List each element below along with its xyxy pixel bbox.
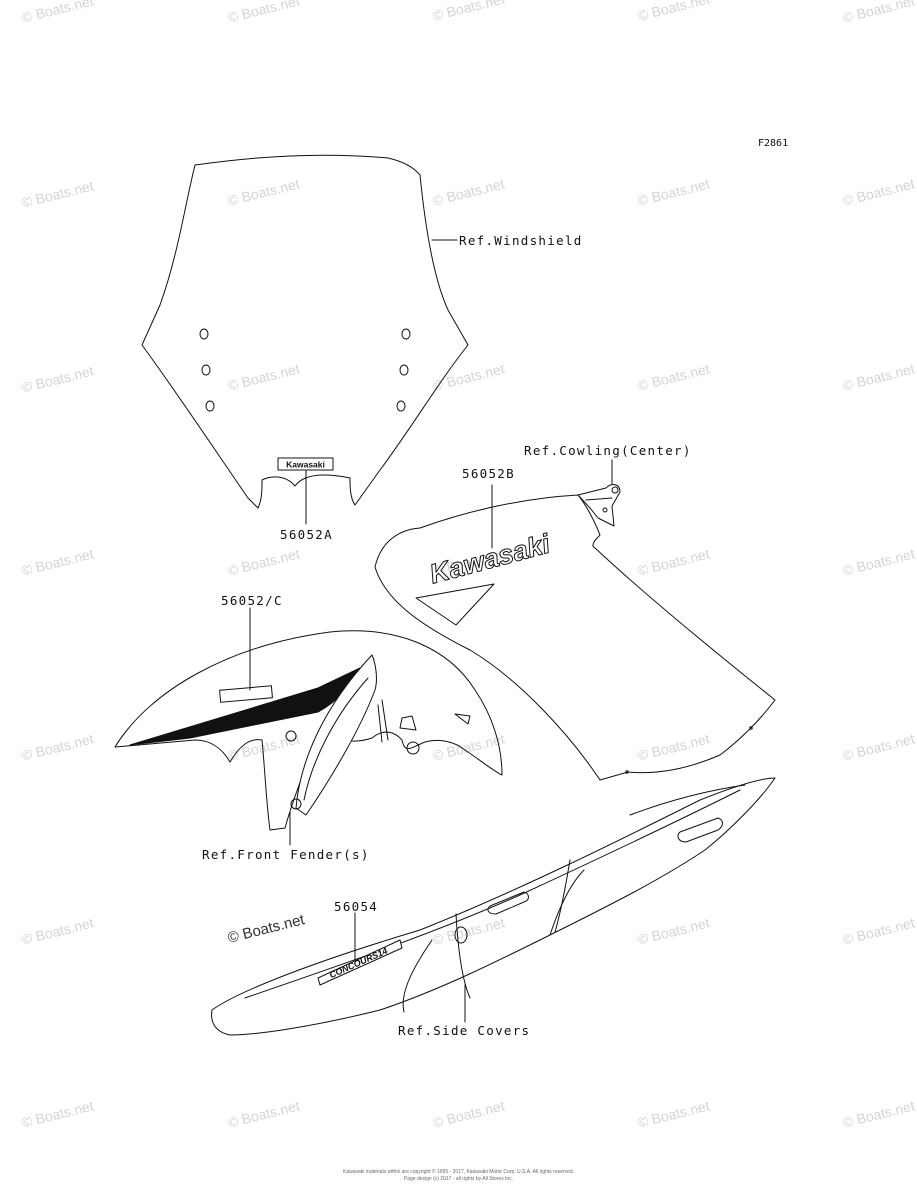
windshield-ref-label: Ref.Windshield: [459, 233, 583, 248]
windshield-decal-badge: [277, 457, 334, 471]
fender-decal-plate: [219, 685, 273, 703]
part-number-56052a: 56052A: [280, 527, 333, 542]
windshield-drawing: Kawasaki: [141, 154, 469, 525]
fender-bolt: [285, 730, 297, 742]
side-cover-decal-text: CONCOURS14: [328, 946, 389, 981]
windshield-hole: [199, 328, 209, 340]
windshield-hole: [205, 400, 215, 412]
cowling-outline: [374, 494, 776, 781]
side-cover-decal-plate: [317, 939, 403, 986]
cowling-bracket-hole: [611, 486, 619, 494]
cowling-bracket-hole: [602, 507, 608, 513]
cowling-ref-label: Ref.Cowling(Center): [524, 443, 692, 458]
cowling-cutout: [415, 583, 495, 626]
part-number-56052b: 56052B: [462, 466, 515, 481]
windshield-hole: [201, 364, 211, 376]
copyright-line-2: Page design (c) 2017 - all rights by All…: [403, 1176, 514, 1182]
side-cover-drawing: CONCOURS14: [211, 777, 776, 1036]
side-cover-outline: [211, 777, 776, 1036]
fender-bolt: [290, 798, 302, 810]
windshield-hole: [399, 364, 409, 376]
windshield-outline: [141, 154, 469, 509]
fender-fork-piece: [295, 654, 377, 816]
cowling-bracket: [577, 484, 621, 527]
front-fender-ref-label: Ref.Front Fender(s): [202, 847, 370, 862]
part-number-56054: 56054: [334, 899, 379, 914]
copyright-line-1: Kawasaki materials within are copyright …: [342, 1169, 574, 1175]
side-covers-ref-label: Ref.Side Covers: [398, 1023, 531, 1038]
windshield-decal-text: Kawasaki: [286, 460, 325, 470]
windshield-hole: [396, 400, 406, 412]
cowling-decal-text: Kawasaki: [426, 528, 553, 589]
windshield-hole: [401, 328, 411, 340]
cowling-drawing: Kawasaki: [374, 459, 776, 781]
figure-id: F2861: [758, 138, 789, 149]
fender-bolt: [406, 741, 420, 755]
fender-outline: [114, 630, 503, 831]
side-cover-hole: [454, 926, 468, 944]
part-number-56052c: 56052/C: [221, 593, 283, 608]
side-cover-slot: [677, 817, 723, 843]
side-cover-slot: [487, 891, 529, 915]
front-fender-drawing: [114, 607, 503, 846]
